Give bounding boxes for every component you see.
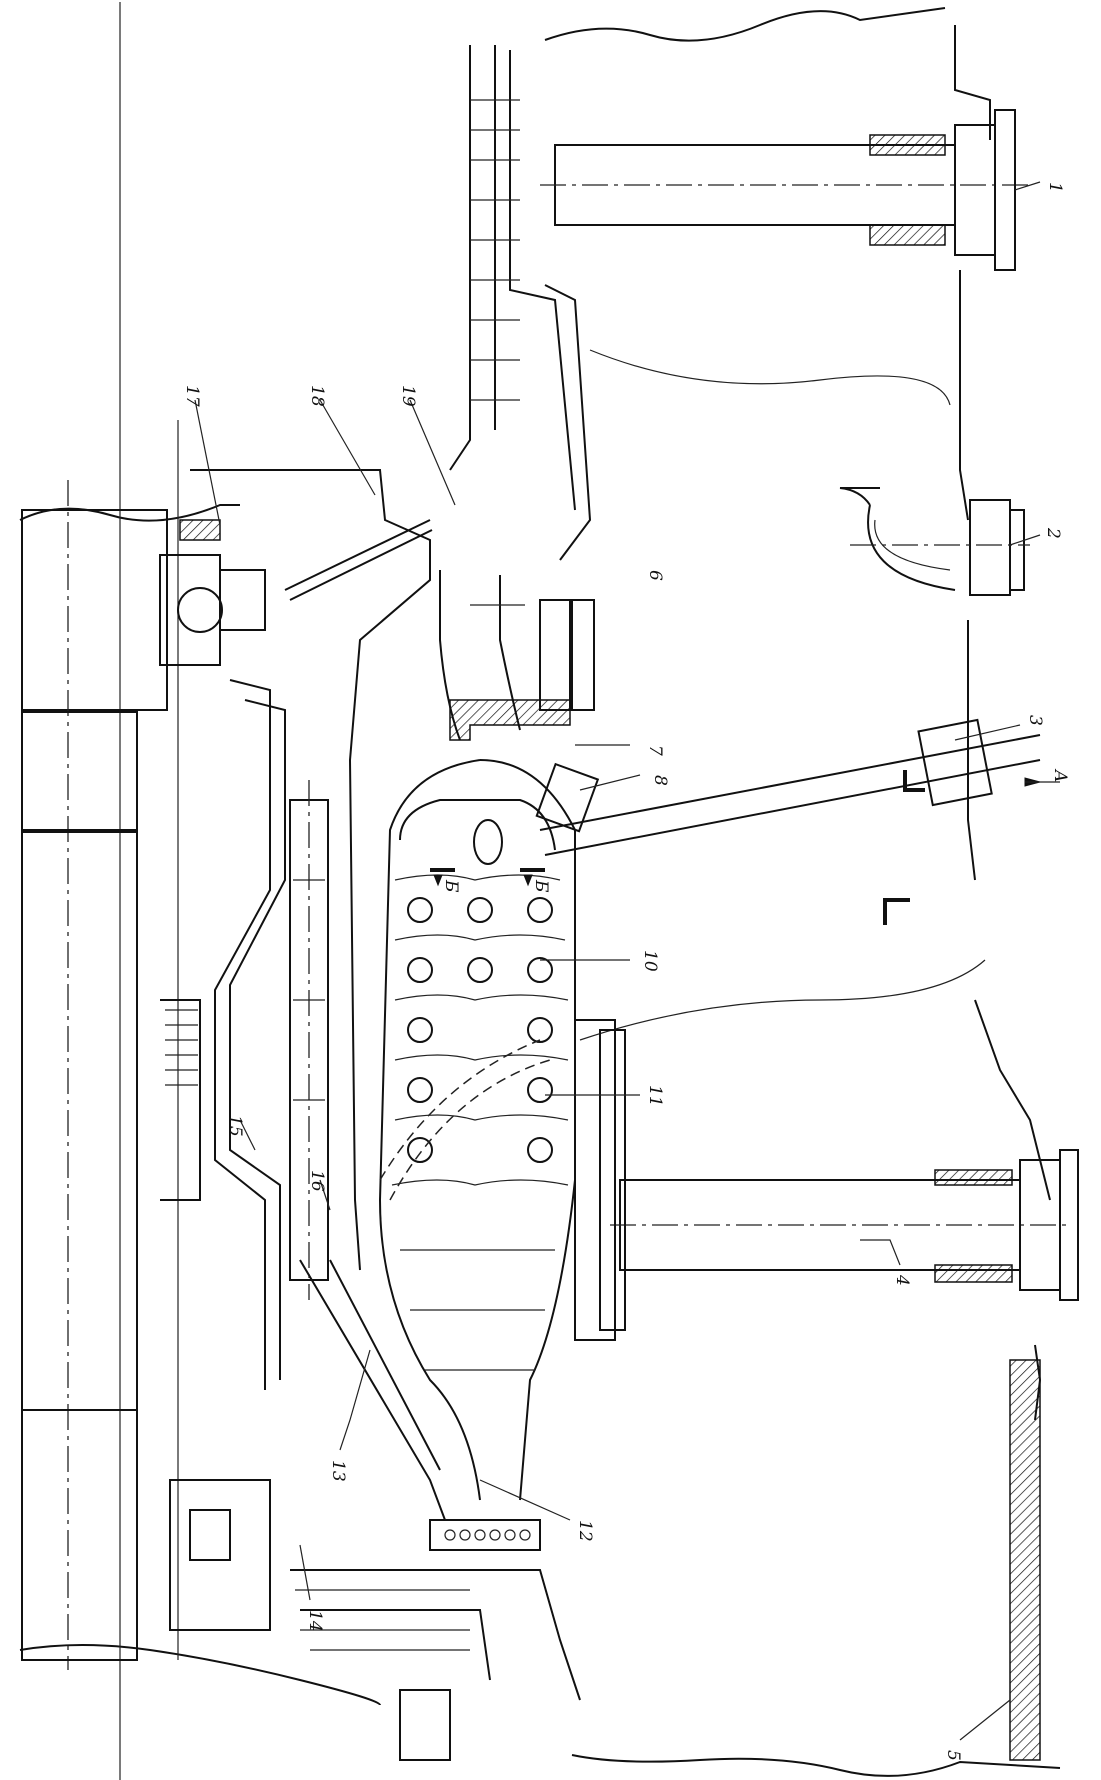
strut-4 bbox=[599, 1029, 1079, 1331]
bearing-17 bbox=[159, 519, 266, 666]
callout-17: 17 bbox=[182, 385, 202, 407]
outer-casing bbox=[954, 25, 1051, 1761]
callout-16: 16 bbox=[307, 1170, 327, 1192]
callout-18: 18 bbox=[307, 385, 327, 407]
callout-11: 11 bbox=[645, 1085, 665, 1107]
pipe-2 bbox=[839, 487, 1030, 596]
section-b-right-label: Б bbox=[531, 879, 551, 893]
inner-casing bbox=[190, 469, 433, 1390]
rotor-shaft bbox=[21, 480, 201, 1670]
callout-4: 4 bbox=[892, 1274, 912, 1286]
callout-13: 13 bbox=[328, 1460, 348, 1482]
callout-5: 5 bbox=[943, 1750, 963, 1761]
section-marks bbox=[430, 777, 1060, 887]
callout-12: 12 bbox=[575, 1520, 595, 1542]
callout-1: 1 bbox=[1045, 182, 1065, 193]
callout-10: 10 bbox=[640, 950, 660, 972]
callout-2: 2 bbox=[1043, 527, 1063, 539]
callout-8: 8 bbox=[650, 775, 670, 786]
turbine-section bbox=[169, 1259, 581, 1761]
injector-block bbox=[439, 570, 600, 833]
section-b-left-label: Б bbox=[441, 879, 461, 893]
callout-19: 19 bbox=[398, 385, 418, 407]
callout-7: 7 bbox=[645, 745, 665, 756]
fuel-tube-3 bbox=[539, 718, 1041, 925]
callout-6: 6 bbox=[645, 570, 665, 581]
leader-lines bbox=[194, 181, 1041, 1741]
upper-casing bbox=[449, 45, 592, 561]
callout-14: 14 bbox=[305, 1610, 325, 1632]
combustion-chamber bbox=[378, 759, 616, 1501]
strut-1 bbox=[540, 109, 1030, 271]
view-a-label: A bbox=[1050, 768, 1070, 782]
callout-15: 15 bbox=[225, 1115, 245, 1137]
callout-3: 3 bbox=[1025, 715, 1045, 726]
callout-labels: 1 2 3 4 5 6 7 8 10 11 12 13 14 15 16 17 … bbox=[182, 182, 1070, 1761]
